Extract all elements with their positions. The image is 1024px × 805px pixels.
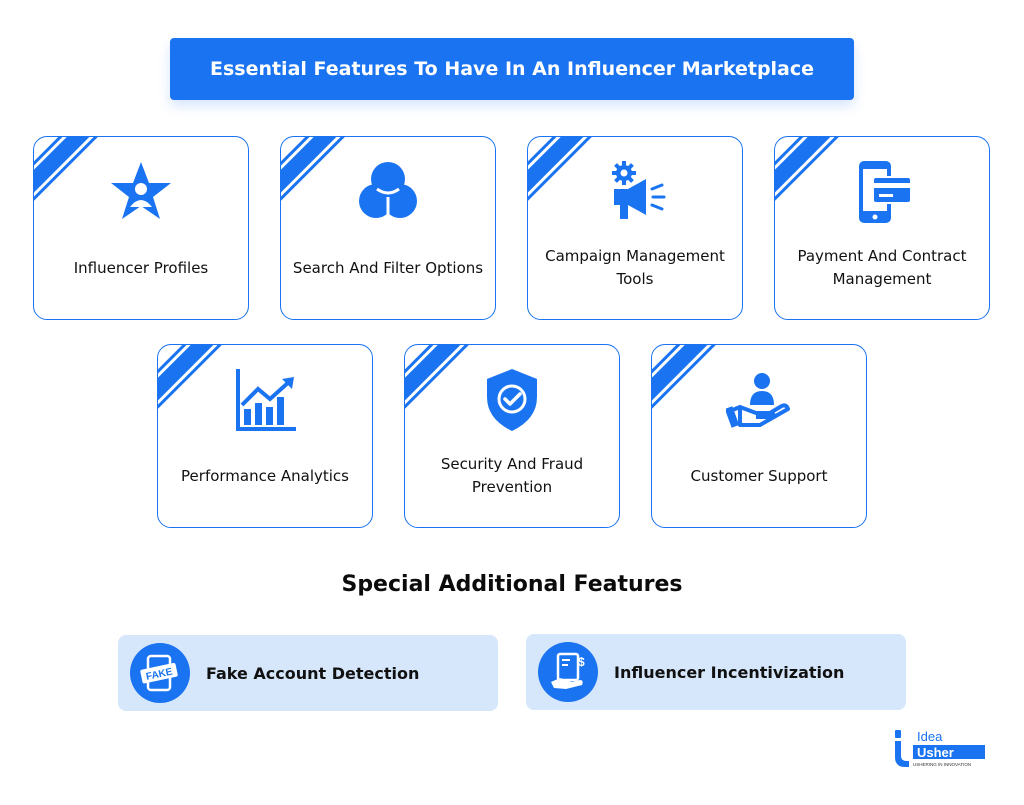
feature-label: Search And Filter Options [292,258,484,277]
fake-badge-icon: FAKE [140,654,178,692]
star-person-icon [111,162,171,219]
idea-usher-logo: Idea Usher USHERING IN INNOVATION [895,729,985,767]
corner-ribbon [158,345,229,420]
feature-label: Performance Analytics [181,466,349,485]
feature-label: Customer Support [690,466,828,485]
bar-chart-icon [236,369,296,431]
special-feature-incentivization: $ Influencer Incentivization [526,634,906,710]
page-title: Essential Features To Have In An Influen… [209,58,815,80]
corner-ribbon [528,137,599,212]
gear-megaphone-icon [612,161,666,219]
corner-ribbon [281,137,352,212]
shield-check-icon [487,369,537,431]
icon-circle: FAKE [130,643,190,703]
title-banner: Essential Features To Have In An Influen… [170,38,854,100]
hand-person-icon [726,373,790,428]
feature-card-influencer-profiles: Influencer Profiles [33,136,249,320]
svg-text:FAKE: FAKE [145,666,174,682]
icon-circle: $ [538,642,598,702]
money-hand-icon: $ [551,652,585,689]
phone-card-icon [859,161,912,223]
svg-text:Idea: Idea [917,729,943,744]
section-title: Special Additional Features [341,572,683,597]
feature-card-performance-analytics: Performance Analytics [157,344,373,528]
feature-card-search-filter: Search And Filter Options [280,136,496,320]
corner-ribbon [775,137,846,212]
feature-label: Influencer Profiles [73,258,209,277]
svg-text:$: $ [578,655,585,669]
special-feature-label: Influencer Incentivization [614,662,845,682]
special-feature-fake-account: FAKE Fake Account Detection [118,635,498,711]
svg-text:USHERING IN INNOVATION: USHERING IN INNOVATION [913,762,971,767]
special-feature-label: Fake Account Detection [206,663,420,683]
venn-circles-icon [359,162,417,218]
corner-ribbon [405,345,476,420]
corner-ribbon [652,345,723,420]
corner-ribbon [34,137,105,212]
feature-card-customer-support: Customer Support [651,344,867,528]
svg-text:Usher: Usher [917,745,954,760]
